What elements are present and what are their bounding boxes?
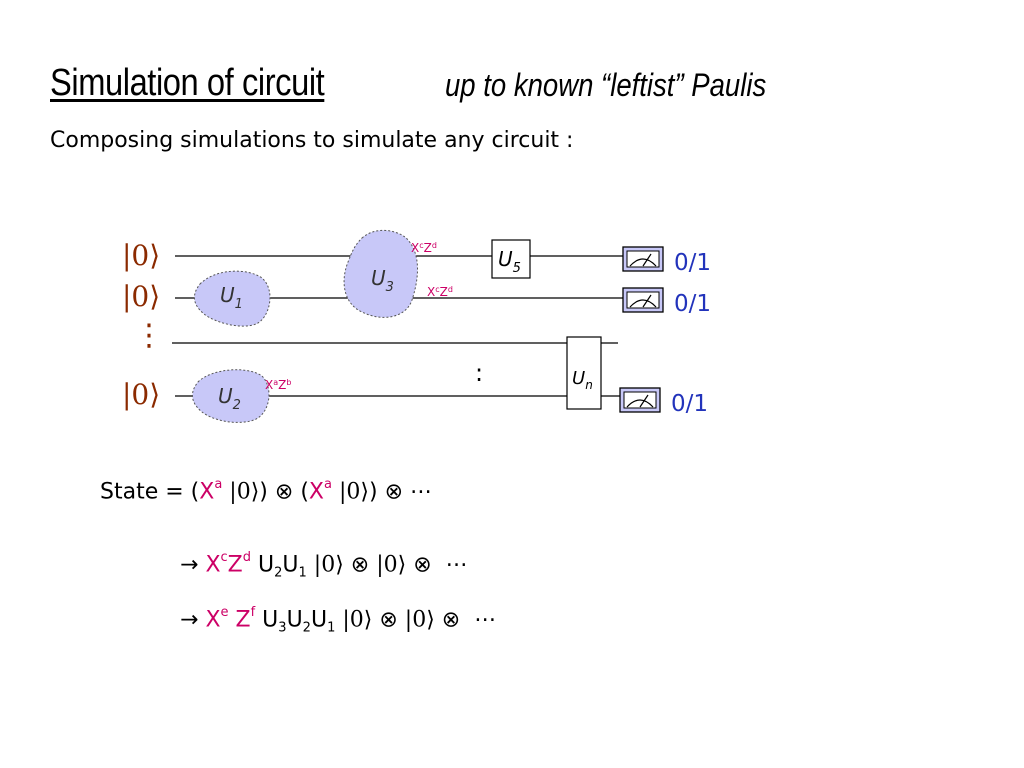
gate-label-u5: U5	[498, 247, 521, 276]
outcome-1: 0/1	[674, 250, 711, 276]
input-ket-3: |0⟩	[122, 378, 160, 411]
slide-title: Simulation of circuit up to known “lefti…	[50, 62, 766, 105]
gate-blob-u3	[343, 229, 418, 318]
vertical-dots: ⋮	[134, 318, 164, 353]
outcome-3: 0/1	[671, 391, 708, 417]
measurement-meter-icon	[622, 287, 664, 313]
gate-label-u3: U3	[371, 266, 394, 295]
gate-box-u5	[491, 239, 531, 279]
gate-label-un: Un	[572, 368, 593, 392]
input-ket-2: |0⟩	[122, 280, 160, 313]
pauli-after-u3-bottom: XcZd	[427, 285, 453, 299]
pauli-after-u3-top: XcZd	[411, 241, 437, 255]
gate-box-un	[566, 336, 602, 410]
evolution-step-1: → XcZd U2U1 |0⟩ ⊗ |0⟩ ⊗ ⋯	[180, 550, 468, 581]
title-main: Simulation of circuit	[50, 62, 325, 104]
title-subtitle: up to known “leftist” Paulis	[445, 67, 767, 103]
state-label: State = (	[100, 479, 200, 505]
pauli-after-u2: XaZb	[265, 378, 291, 392]
gate-blob-u2	[192, 369, 270, 423]
outcome-2: 0/1	[674, 291, 711, 317]
measurement-meter-icon	[622, 246, 664, 272]
evolution-step-2: → Xe Zf U3U2U1 |0⟩ ⊗ |0⟩ ⊗ ⋯	[180, 605, 497, 636]
gate-label-u1: U1	[220, 283, 243, 312]
gate-label-u2: U2	[218, 384, 241, 413]
slide-subtitle: Composing simulations to simulate any ci…	[50, 128, 574, 153]
middle-colon: :	[475, 359, 483, 387]
gate-blob-u1	[194, 270, 271, 327]
measurement-meter-icon	[619, 387, 661, 413]
input-ket-1: |0⟩	[122, 239, 160, 272]
state-equation: State = (Xa |0⟩) ⊗ (Xa |0⟩) ⊗ ⋯	[100, 477, 432, 505]
